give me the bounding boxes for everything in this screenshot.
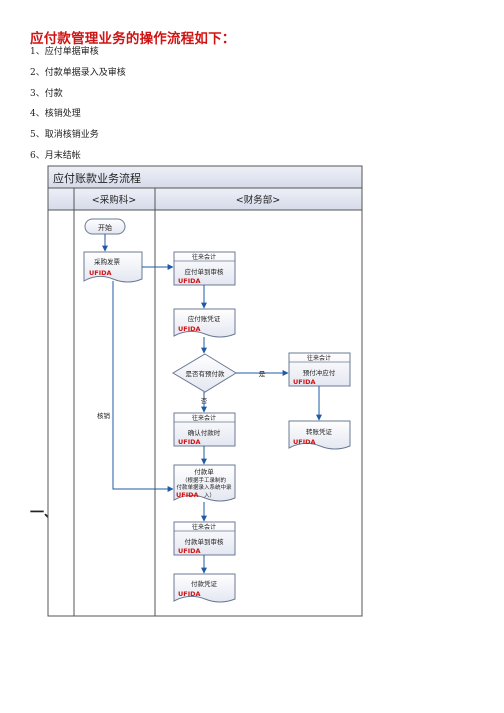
prepayment-decision-node <box>172 353 237 393</box>
ufida-logo: UFIDA <box>178 438 201 446</box>
payable-voucher-node <box>173 308 236 338</box>
payment-slip-note: 入） <box>204 492 215 499</box>
ufida-logo: UFIDA <box>178 277 201 285</box>
decision-label: 是否有预付款 <box>186 369 226 378</box>
step-item: 2、付款单据录入及审核 <box>30 67 126 78</box>
prepay-offset-label: 预付冲应付 <box>303 368 336 377</box>
lane-label-purchasing: <采购科> <box>92 194 136 206</box>
payment-voucher-label: 付款凭证 <box>191 579 218 588</box>
writeoff-label: 核销 <box>97 411 111 420</box>
role-label: 往来会计 <box>307 354 331 362</box>
connectors <box>102 234 322 574</box>
role-label: 往来会计 <box>192 414 216 422</box>
payment-slip-note: 付款单据录入系统中录 <box>176 483 232 491</box>
flowchart-title: 应付账款业务流程 <box>53 171 141 185</box>
ufida-logo: UFIDA <box>89 269 112 277</box>
lane-header-row <box>47 187 363 211</box>
lane-label-finance: <财务部> <box>236 194 280 206</box>
role-label: 往来会计 <box>192 253 216 261</box>
slip-review-label: 付款单到审核 <box>185 537 225 546</box>
decision-no-label: 否 <box>201 397 208 405</box>
payable-voucher-label: 应付账凭证 <box>188 314 221 323</box>
payment-slip-node <box>173 464 236 502</box>
confirm-payment-label: 确认付款时 <box>188 428 221 437</box>
ufida-logo: UFIDA <box>178 590 201 598</box>
step-item: 3、付款 <box>30 88 63 99</box>
payable-review-label: 应付单到审核 <box>185 267 225 276</box>
step-list: 1、应付单据审核 2、付款单据录入及审核 3、付款 4、核销处理 5、取消核销业… <box>30 46 126 171</box>
slip-review-node <box>173 521 236 556</box>
page-title: 应付款管理业务的操作流程如下： <box>30 31 236 47</box>
ufida-logo: UFIDA <box>178 325 201 333</box>
payment-voucher-node <box>173 573 236 603</box>
transfer-voucher-node <box>288 420 351 450</box>
start-label: 开始 <box>98 223 112 232</box>
step-item: 5、取消核销业务 <box>30 130 99 141</box>
decision-yes-label: 是 <box>259 370 266 378</box>
connector-writeoff <box>112 281 174 492</box>
ufida-logo: UFIDA <box>293 438 316 446</box>
purchase-invoice-node <box>83 251 143 283</box>
confirm-payment-node <box>173 412 236 447</box>
payment-slip-title: 付款单 <box>194 467 214 476</box>
step-item: 1、应付单据审核 <box>30 47 99 57</box>
role-label: 往来会计 <box>192 523 216 531</box>
ufida-logo: UFIDA <box>176 491 199 499</box>
ufida-logo: UFIDA <box>293 378 316 386</box>
payment-slip-note: （根据手工录制的 <box>182 476 227 484</box>
transfer-voucher-label: 转账凭证 <box>306 427 333 436</box>
purchase-invoice-label: 采购发票 <box>94 257 121 266</box>
step-item: 4、核销处理 <box>30 109 81 120</box>
step-item: 6、月末结帐 <box>30 150 81 161</box>
ufida-logo: UFIDA <box>178 547 201 555</box>
